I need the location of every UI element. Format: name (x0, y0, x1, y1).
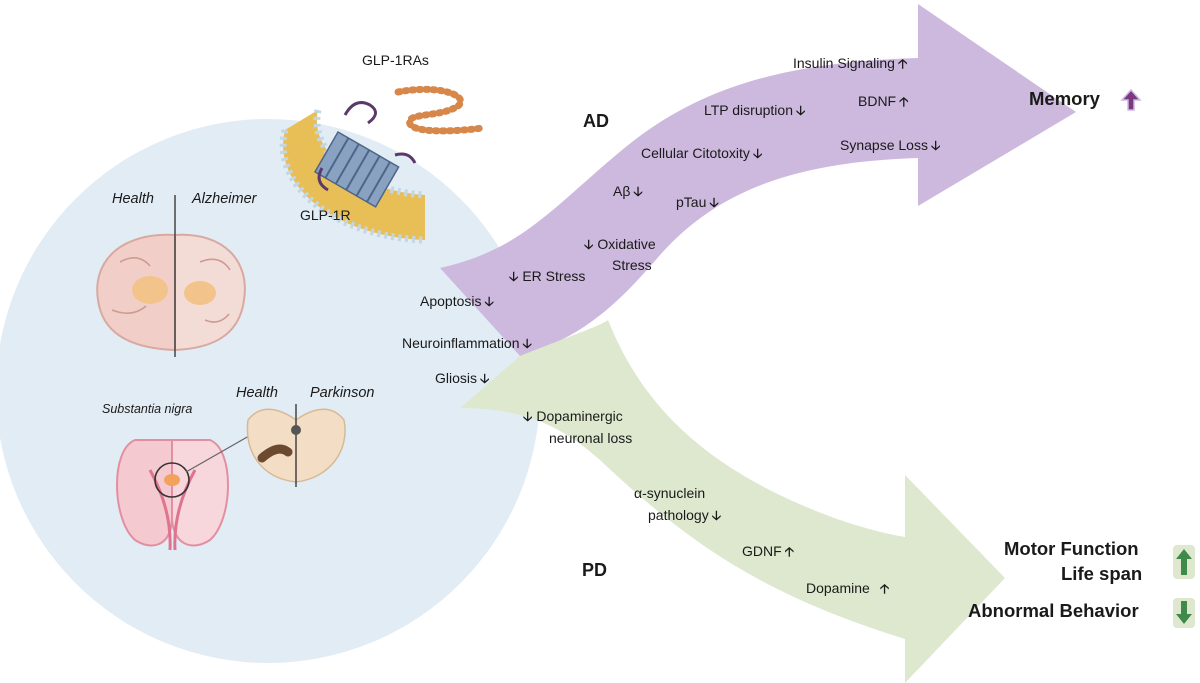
down-arrow-icon: 🡣 (752, 146, 763, 161)
pd-effect-alpha-synuclein: α-synuclein (634, 485, 706, 501)
glp1ra-label: GLP-1RAs (362, 52, 429, 68)
ad-effect-oxidative-stress: 🡣Oxidative (584, 236, 656, 252)
up-arrow-icon: 🡡 (784, 544, 795, 559)
ad-pathway-arrow (440, 4, 1076, 356)
pd-effect-alpha-synuclein-line2: pathology🡣 (648, 507, 722, 523)
ad-effect-synapse-loss: Synapse Loss🡣 (840, 137, 941, 153)
pd-health-label: Health (236, 385, 278, 401)
down-arrow-icon: 🡣 (522, 336, 532, 351)
down-arrow-icon: 🡣 (709, 195, 719, 210)
glp1r-receptor-illustration (279, 101, 426, 244)
pd-label: PD (582, 560, 608, 580)
pd-outcome-life-span: Life span (1061, 563, 1143, 584)
down-arrow-icon: 🡣 (930, 138, 941, 153)
pd-outcome-abnormal-behavior: Abnormal Behavior (968, 600, 1139, 621)
down-arrow-icon: 🡣 (480, 371, 490, 386)
pd-effect-gdnf: GDNF🡡 (742, 543, 795, 559)
down-arrow-icon: 🡣 (795, 103, 806, 118)
glp1ra-peptide-chain (394, 85, 486, 135)
up-arrow-icon: 🡡 (897, 56, 908, 71)
pd-pathway-arrow (460, 320, 1005, 683)
abnormal-behavior-down-arrow-icon (1173, 598, 1195, 628)
ad-health-label: Health (112, 191, 154, 207)
ad-outcome-memory: Memory (1029, 88, 1100, 109)
substantia-nigra-label: Substantia nigra (102, 402, 193, 416)
effect-neuroinflammation: Neuroinflammation🡣 (402, 335, 532, 351)
ad-effect-abeta: Aβ🡣 (613, 183, 643, 199)
down-arrow-icon: 🡣 (484, 294, 494, 309)
pd-effect-dopaminergic-loss: 🡣Dopaminergic (523, 408, 623, 424)
down-arrow-icon: 🡣 (711, 508, 722, 523)
glp1r-label: GLP-1R (300, 207, 351, 223)
down-arrow-icon: 🡣 (523, 409, 533, 424)
motor-lifespan-up-arrow-icon (1173, 545, 1195, 579)
down-arrow-icon: 🡣 (509, 269, 519, 284)
up-arrow-icon: 🡡 (899, 94, 909, 109)
ad-effect-cellular-citotoxity: Cellular Citotoxity🡣 (641, 145, 763, 161)
down-arrow-icon: 🡣 (633, 184, 643, 199)
memory-up-arrow-icon (1120, 88, 1142, 111)
ad-effect-ptau: pTau🡣 (676, 194, 719, 210)
pd-parkinson-label: Parkinson (310, 385, 375, 401)
ad-effect-er-stress: 🡣ER Stress (509, 268, 586, 284)
pd-effect-dopamine: Dopamine🡡 (806, 580, 890, 596)
effect-apoptosis: Apoptosis🡣 (420, 293, 494, 309)
ad-label: AD (583, 111, 609, 131)
ad-effect-bdnf: BDNF🡡 (858, 93, 909, 109)
ad-effect-ltp-disruption: LTP disruption🡣 (704, 102, 806, 118)
effect-gliosis: Gliosis🡣 (435, 370, 490, 386)
up-arrow-icon: 🡡 (879, 581, 890, 596)
ad-effect-insulin-signaling: Insulin Signaling🡡 (793, 55, 908, 71)
ad-effect-oxidative-stress-line2: Stress (612, 257, 652, 273)
substantia-nigra-illustration (246, 404, 346, 487)
down-arrow-icon: 🡣 (584, 237, 594, 252)
ad-alzheimer-label: Alzheimer (192, 191, 257, 207)
pd-brain-illustration (116, 427, 264, 551)
ad-brain-illustration (96, 195, 246, 357)
pd-outcome-motor-function: Motor Function (1004, 538, 1139, 559)
pd-effect-dopaminergic-loss-line2: neuronal loss (549, 430, 633, 446)
